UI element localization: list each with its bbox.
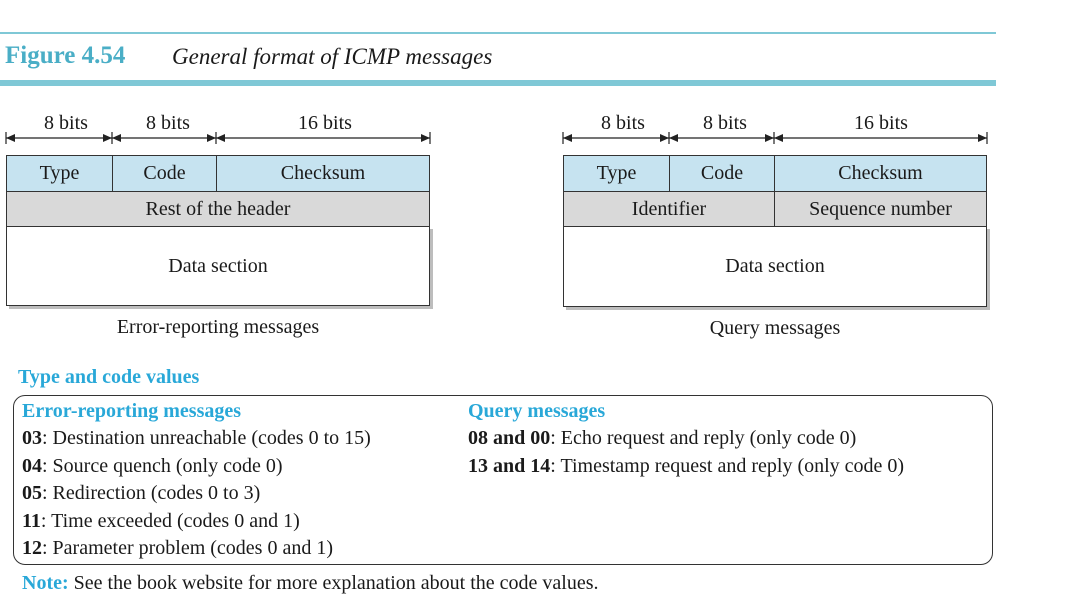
checksum-field: Checksum (774, 155, 987, 192)
width-label: 8 bits (703, 112, 747, 134)
top-rule (0, 32, 996, 34)
width-label: 16 bits (854, 112, 908, 134)
note-label: Note: (22, 572, 69, 594)
width-label: 8 bits (601, 112, 645, 134)
width-label: 16 bits (298, 112, 352, 134)
bit-width-arrows (562, 132, 988, 144)
type-code-title: Type and code values (18, 366, 200, 388)
data-section: Data section (563, 226, 987, 307)
code-field: Code (669, 155, 775, 192)
type-field: Type (6, 155, 113, 192)
rest-of-header-field: Rest of the header (6, 191, 430, 227)
data-section: Data section (6, 226, 430, 306)
bit-width-arrows (5, 132, 431, 144)
query-item: 08 and 00: Echo request and reply (only … (468, 427, 857, 449)
error-item: 12: Parameter problem (codes 0 and 1) (22, 537, 334, 559)
title-rule (0, 80, 996, 86)
type-code-box (13, 395, 993, 565)
identifier-field: Identifier (563, 191, 775, 227)
error-item: 04: Source quench (only code 0) (22, 455, 283, 477)
error-item: 03: Destination unreachable (codes 0 to … (22, 427, 371, 449)
code-field: Code (112, 155, 217, 192)
type-field: Type (563, 155, 670, 192)
error-item: 11: Time exceeded (codes 0 and 1) (22, 510, 300, 532)
query-heading: Query messages (468, 400, 606, 422)
note: Note: See the book website for more expl… (22, 572, 598, 595)
error-item: 05: Redirection (codes 0 to 3) (22, 482, 261, 504)
checksum-field: Checksum (216, 155, 430, 192)
diagram-caption: Query messages (709, 317, 841, 339)
note-text: See the book website for more explanatio… (68, 572, 599, 594)
figure-number: Figure 4.54 (5, 42, 126, 69)
figure-title: General format of ICMP messages (172, 44, 493, 69)
width-label: 8 bits (44, 112, 88, 134)
width-label: 8 bits (146, 112, 190, 134)
error-heading: Error-reporting messages (22, 400, 242, 422)
query-item: 13 and 14: Timestamp request and reply (… (468, 455, 905, 477)
sequence-number-field: Sequence number (774, 191, 987, 227)
diagram-caption: Error-reporting messages (116, 316, 320, 338)
